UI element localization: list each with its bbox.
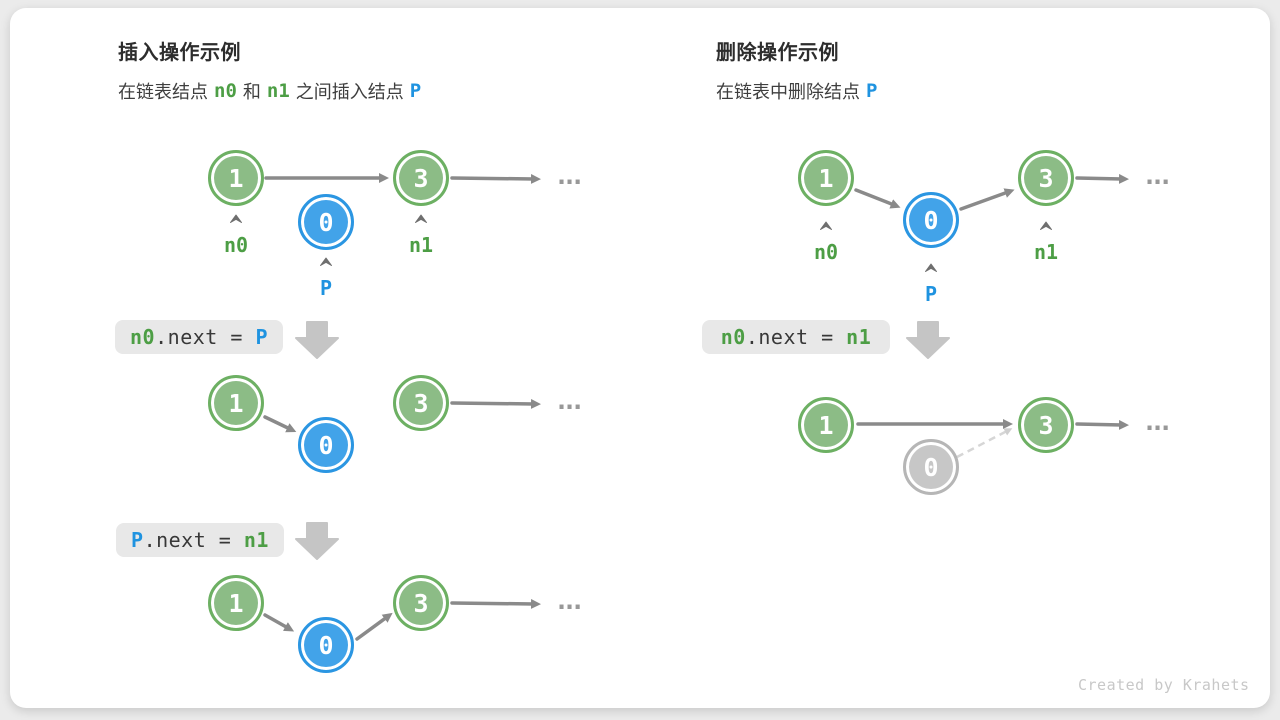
subtitle-token-p: P xyxy=(866,80,878,102)
code-op: .next = xyxy=(155,325,256,349)
left-section-subtitle: 在链表结点 n0 和 n1 之间插入结点 P xyxy=(118,78,427,104)
node-value: 1 xyxy=(228,163,244,193)
code-label-p-next-n1: P.next = n1 xyxy=(116,523,284,557)
caret-up-icon xyxy=(230,214,242,223)
list-node-1: 1 xyxy=(798,150,854,206)
pointer-label-p: P xyxy=(901,263,961,306)
watermark: Created by Krahets xyxy=(1078,676,1250,694)
list-node-p-removed: 0 xyxy=(903,439,959,495)
code-rhs: P xyxy=(255,325,268,349)
code-lhs: P xyxy=(131,528,144,552)
subtitle-text: 在链表结点 xyxy=(118,82,208,102)
list-node-1: 1 xyxy=(798,397,854,453)
pointer-label-text: P xyxy=(319,276,333,300)
pointer-label-text: n0 xyxy=(813,240,839,264)
subtitle-text: 和 xyxy=(242,82,261,102)
node-value: 3 xyxy=(413,163,429,193)
list-node-1: 1 xyxy=(208,575,264,631)
ellipsis: ... xyxy=(554,161,585,190)
list-node-3: 3 xyxy=(393,150,449,206)
node-value: 0 xyxy=(923,205,939,235)
list-node-1: 1 xyxy=(208,150,264,206)
list-node-p: 0 xyxy=(298,194,354,250)
list-node-p: 0 xyxy=(298,617,354,673)
pointer-label-text: n1 xyxy=(408,233,434,257)
code-op: .next = xyxy=(143,528,244,552)
subtitle-text: 之间插入结点 xyxy=(295,82,404,102)
diagram-canvas xyxy=(10,8,1270,708)
pointer-label-text: n0 xyxy=(223,233,249,257)
node-value: 1 xyxy=(228,388,244,418)
caret-up-icon xyxy=(415,214,427,223)
pointer-label-text: n1 xyxy=(1033,240,1059,264)
node-value: 1 xyxy=(228,588,244,618)
pointer-label-n1: n1 xyxy=(1016,221,1076,264)
subtitle-token-n1: n1 xyxy=(266,80,290,102)
code-label-n0-next-n1: n0.next = n1 xyxy=(702,320,890,354)
caret-up-icon xyxy=(925,263,937,272)
code-rhs: n1 xyxy=(846,325,872,349)
node-value: 0 xyxy=(318,630,334,660)
list-node-3: 3 xyxy=(393,375,449,431)
list-node-3: 3 xyxy=(393,575,449,631)
caret-up-icon xyxy=(320,257,332,266)
right-section-title: 删除操作示例 xyxy=(716,42,839,64)
node-value: 0 xyxy=(318,430,334,460)
node-value: 3 xyxy=(413,588,429,618)
node-value: 0 xyxy=(318,207,334,237)
node-value: 3 xyxy=(413,388,429,418)
node-value: 3 xyxy=(1038,410,1054,440)
list-node-p: 0 xyxy=(298,417,354,473)
pointer-label-n0: n0 xyxy=(206,214,266,257)
list-node-p: 0 xyxy=(903,192,959,248)
node-value: 3 xyxy=(1038,163,1054,193)
pointer-label-p: P xyxy=(296,257,356,300)
list-node-3: 3 xyxy=(1018,397,1074,453)
caret-up-icon xyxy=(1040,221,1052,230)
ellipsis: ... xyxy=(1142,407,1173,436)
code-rhs: n1 xyxy=(243,528,269,552)
subtitle-token-n0: n0 xyxy=(214,80,237,102)
ellipsis: ... xyxy=(1142,161,1173,190)
code-lhs: n0 xyxy=(720,325,746,349)
node-value: 0 xyxy=(923,452,939,482)
list-node-3: 3 xyxy=(1018,150,1074,206)
code-lhs: n0 xyxy=(130,325,156,349)
list-node-1: 1 xyxy=(208,375,264,431)
subtitle-token-p: P xyxy=(409,80,422,102)
right-section-subtitle: 在链表中删除结点 P xyxy=(716,78,883,104)
code-op: .next = xyxy=(745,325,847,349)
node-value: 1 xyxy=(818,163,834,193)
pointer-label-n1: n1 xyxy=(391,214,451,257)
pointer-label-text: P xyxy=(924,282,938,306)
ellipsis: ... xyxy=(554,586,585,615)
caret-up-icon xyxy=(820,221,832,230)
node-value: 1 xyxy=(818,410,834,440)
subtitle-text: 在链表中删除结点 xyxy=(716,82,860,102)
ellipsis: ... xyxy=(554,386,585,415)
left-section-title: 插入操作示例 xyxy=(118,42,241,64)
pointer-label-n0: n0 xyxy=(796,221,856,264)
code-label-n0-next-p: n0.next = P xyxy=(115,320,283,354)
